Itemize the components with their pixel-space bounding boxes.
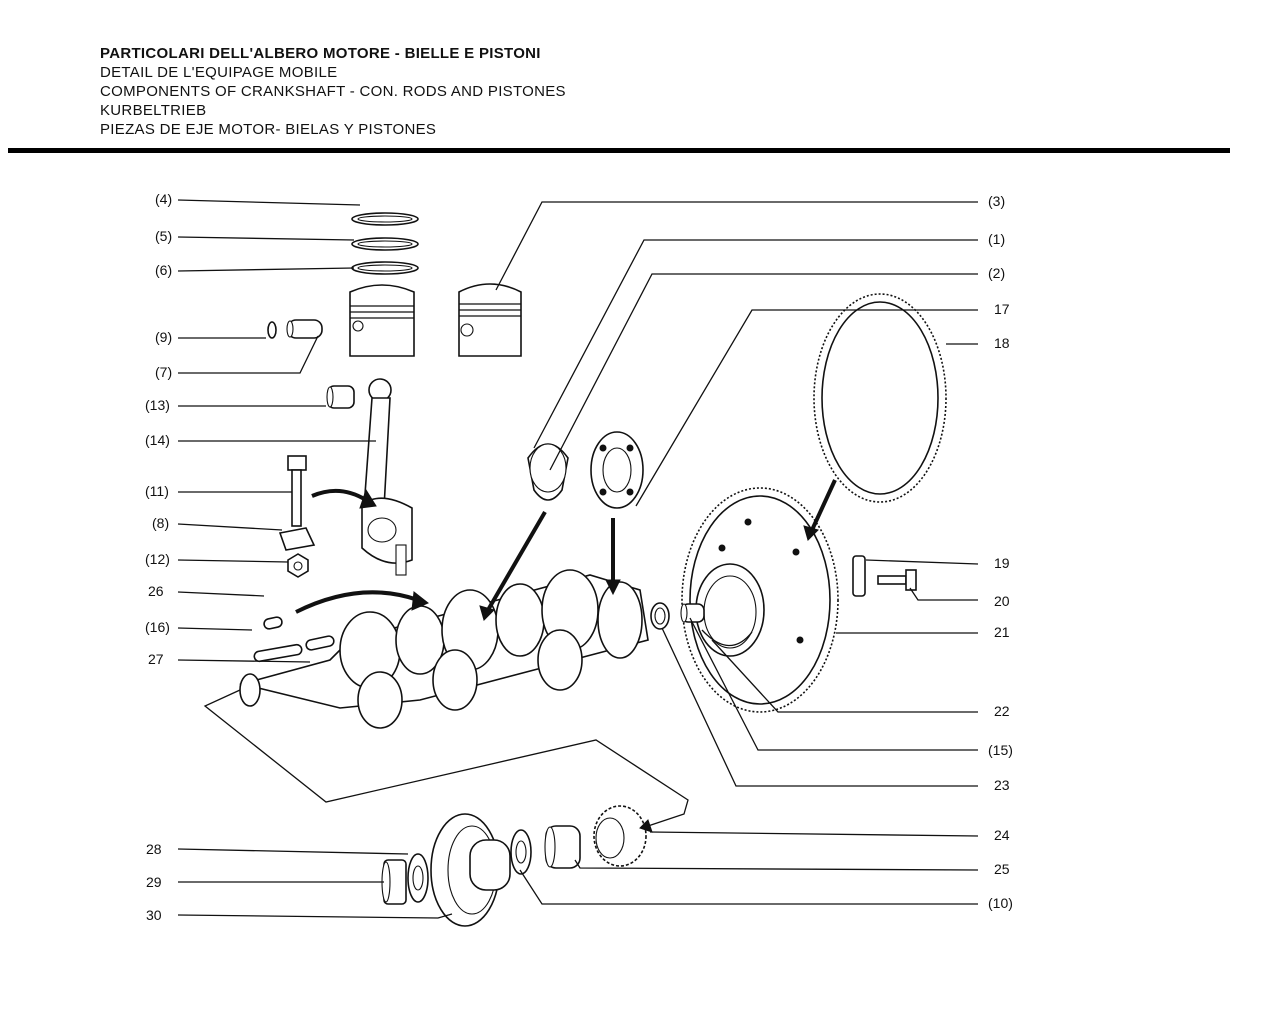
callout-1: (1) [988, 231, 1005, 247]
callout-18: 18 [994, 335, 1010, 351]
callout-16: (16) [145, 619, 170, 635]
assembly-route-line [203, 689, 689, 827]
bearing-shell-1 [527, 443, 569, 501]
crankshaft [238, 569, 649, 729]
piston-ring-5 [351, 237, 419, 251]
callout-15: (15) [988, 742, 1013, 758]
title-spanish: PIEZAS DE EJE MOTOR- BIELAS Y PISTONES [100, 121, 437, 138]
key-16 [253, 643, 303, 663]
title-french: DETAIL DE L'EQUIPAGE MOBILE [100, 64, 338, 81]
callouts-right: (3) (1) (2) 17 18 19 20 21 22 (15) 23 24… [988, 193, 1013, 911]
callout-28: 28 [146, 841, 162, 857]
leader-lines [177, 199, 979, 919]
nut-29 [381, 859, 407, 905]
flywheel-bolt-20 [877, 569, 917, 591]
oil-seal-25 [544, 825, 581, 869]
small-end-bush-13 [326, 385, 355, 409]
callout-12: (12) [145, 551, 170, 567]
lock-tab-8 [278, 527, 316, 551]
key-27 [305, 635, 335, 651]
callout-10: (10) [988, 895, 1013, 911]
title-english: COMPONENTS OF CRANKSHAFT - CON. RODS AND… [100, 83, 566, 100]
callout-21: 21 [994, 624, 1010, 640]
flywheel-21 [681, 487, 839, 713]
spacer-10 [510, 829, 532, 875]
callout-30: 30 [146, 907, 162, 923]
ring-gear-18 [813, 293, 947, 503]
callout-20: 20 [994, 593, 1010, 609]
callout-7: (7) [155, 364, 172, 380]
connecting-rod-14 [361, 378, 413, 576]
callout-26: 26 [148, 583, 164, 599]
circlip-9 [267, 321, 277, 339]
lock-plate-19 [852, 555, 866, 597]
pulley-30 [430, 813, 511, 927]
callout-2: (2) [988, 265, 1005, 281]
piston-assembly-3 [458, 283, 522, 357]
spigot-bush-22 [680, 603, 705, 623]
title-german: KURBELTRIEB [100, 102, 207, 119]
callout-8: (8) [152, 515, 169, 531]
callouts-left: (4) (5) (6) (9) (7) (13) (14) (11) (8) (… [145, 191, 172, 923]
title-block: PARTICOLARI DELL'ALBERO MOTORE - BIELLE … [100, 44, 566, 139]
callout-4: (4) [155, 191, 172, 207]
callout-11: (11) [145, 483, 169, 499]
route-arrowhead [639, 819, 653, 833]
callout-29: 29 [146, 874, 162, 890]
callout-17: 17 [994, 301, 1010, 317]
washer-28 [407, 853, 429, 903]
rod-nut-12 [287, 553, 309, 578]
callout-5: (5) [155, 228, 172, 244]
callout-9: (9) [155, 329, 172, 345]
callout-3: (3) [988, 193, 1005, 209]
header-rule [8, 148, 1230, 153]
callout-25: 25 [994, 861, 1010, 877]
callout-27: 27 [148, 651, 164, 667]
seal-ring-23 [650, 602, 670, 630]
timing-sprocket-24 [593, 805, 647, 867]
callout-24: 24 [994, 827, 1010, 843]
callout-13: (13) [145, 397, 170, 413]
piston-pin-7 [286, 319, 323, 339]
piston-ring-6 [351, 261, 419, 275]
rod-bolt-11 [287, 455, 307, 527]
piston-left [349, 284, 415, 357]
thrust-washer-17 [590, 431, 644, 509]
callout-22: 22 [994, 703, 1010, 719]
assembly-arrows [295, 479, 837, 621]
callout-23: 23 [994, 777, 1010, 793]
callout-14: (14) [145, 432, 170, 448]
title-italian: PARTICOLARI DELL'ALBERO MOTORE - BIELLE … [100, 45, 541, 62]
dowel-26 [263, 616, 283, 630]
piston-ring-4 [351, 212, 419, 226]
callout-6: (6) [155, 262, 172, 278]
callout-19: 19 [994, 555, 1010, 571]
